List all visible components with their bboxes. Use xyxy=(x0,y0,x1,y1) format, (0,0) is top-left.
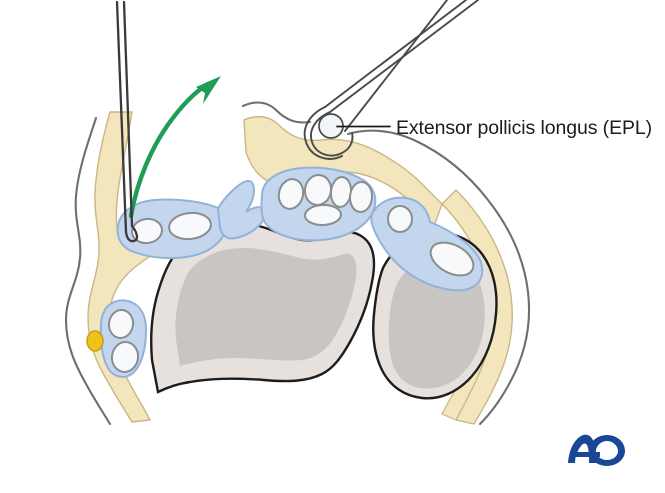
tendon xyxy=(387,205,413,233)
bone-radius-marrow xyxy=(175,248,357,366)
retraction-direction-arrow xyxy=(128,76,221,219)
skin-outline-upper-right xyxy=(241,101,312,124)
scalpel-edge-inner xyxy=(122,0,134,228)
tendon xyxy=(168,211,212,241)
scalpel-blade xyxy=(115,0,139,243)
skin-outline xyxy=(64,116,112,426)
retractor-shaft-inner xyxy=(344,0,448,132)
tendon xyxy=(277,178,305,210)
ao-logo-o-glyph xyxy=(589,435,625,466)
skin-outline-group xyxy=(64,101,531,426)
retractor-hook-outer xyxy=(310,111,354,157)
skin-outline-right xyxy=(346,129,531,426)
arrow-shaft xyxy=(128,81,211,219)
tendon-hook-retractor xyxy=(303,0,479,160)
epl-label: Extensor pollicis longus (EPL) xyxy=(396,117,652,139)
tendon xyxy=(348,181,374,213)
scalpel-tip xyxy=(124,224,139,243)
scalpel-edge-outer xyxy=(115,0,128,234)
sheath-retinaculum-flap xyxy=(216,179,266,240)
retractor-hook-inner xyxy=(303,106,343,160)
ao-logo: AO xyxy=(568,434,625,466)
tendon-sheaths-group xyxy=(86,166,484,378)
tendon xyxy=(304,203,342,227)
arrow-head xyxy=(196,76,221,104)
vessel xyxy=(107,309,135,339)
annotation-epl: Extensor pollicis longus (EPL) xyxy=(336,117,652,139)
nerve-dot xyxy=(86,330,104,352)
retractor-shaft-mid xyxy=(324,0,467,108)
tendon xyxy=(131,217,163,245)
vessel xyxy=(110,341,140,373)
tendon xyxy=(429,241,475,277)
ao-logo-crossbar xyxy=(574,452,600,457)
